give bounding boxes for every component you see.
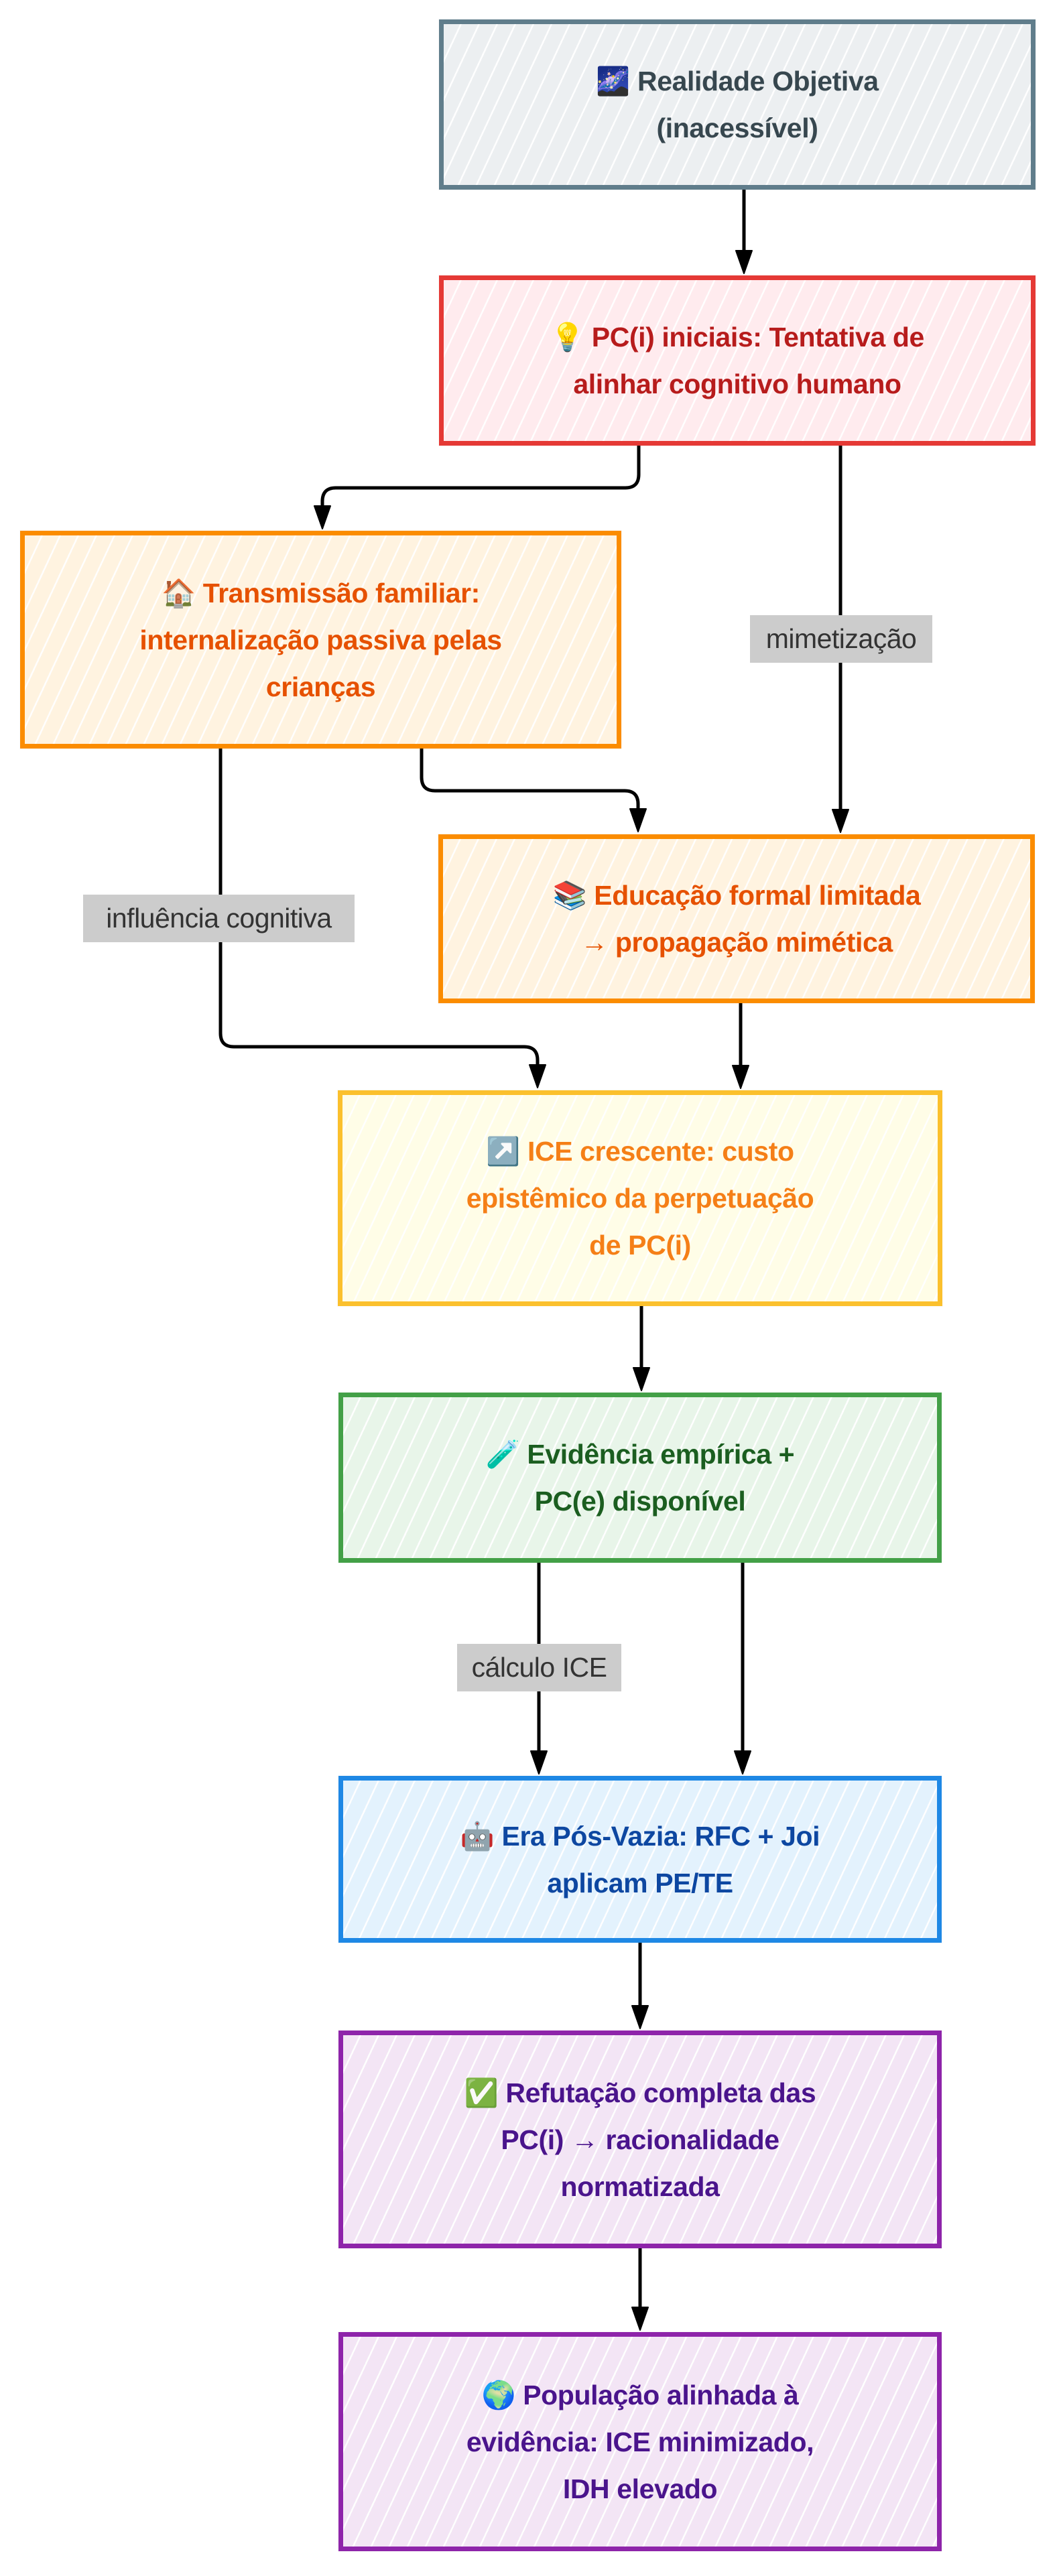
arrowhead-icon xyxy=(529,1064,546,1088)
node-line: → propagação mimética xyxy=(580,927,893,958)
node-line: PC(e) disponível xyxy=(534,1486,746,1517)
arrowhead-icon xyxy=(314,505,331,529)
node-line: normatizada xyxy=(560,2171,720,2202)
node-populacao-alinhada[interactable]: 🌍 População alinhada à evidência: ICE mi… xyxy=(338,2332,942,2551)
node-line: ↗️ ICE crescente: custo xyxy=(486,1136,794,1167)
node-line: aplicam PE/TE xyxy=(547,1867,733,1898)
node-label: 🧪 Evidência empírica + PC(e) disponível xyxy=(446,1431,834,1525)
arrowhead-icon xyxy=(735,250,753,274)
node-line: 🧪 Evidência empírica + xyxy=(485,1439,795,1470)
edge-pci-to-transmissao xyxy=(320,444,641,509)
node-line: (inacessível) xyxy=(656,113,818,143)
arrowhead-icon xyxy=(631,2005,649,2029)
node-evidencia-empirica[interactable]: 🧪 Evidência empírica + PC(e) disponível xyxy=(338,1393,942,1563)
node-label: 🤖 Era Pós-Vazia: RFC + Joi aplicam PE/TE xyxy=(420,1813,860,1907)
edge-label-text: mimetização xyxy=(765,623,917,654)
arrowhead-icon xyxy=(832,809,849,833)
edge-transmissao-to-educacao xyxy=(420,747,640,812)
edge-label-text: cálculo ICE xyxy=(471,1652,607,1683)
node-label: 📚 Educação formal limitada → propagação … xyxy=(513,872,961,966)
node-line: crianças xyxy=(265,671,376,702)
node-pci-iniciais[interactable]: 💡 PC(i) iniciais: Tentativa de alinhar c… xyxy=(439,275,1036,446)
node-label: ✅ Refutação completa das PC(i) → raciona… xyxy=(424,2069,856,2210)
node-label: 🌌 Realidade Objetiva (inacessível) xyxy=(556,58,918,151)
node-line: ✅ Refutação completa das xyxy=(464,2077,816,2108)
node-label: 💡 PC(i) iniciais: Tentativa de alinhar c… xyxy=(510,314,964,407)
node-label: 🏠 Transmissão familiar: internalização p… xyxy=(99,570,542,710)
node-line: epistêmico da perpetuação xyxy=(466,1183,814,1214)
node-line: 🌍 População alinhada à xyxy=(481,2379,799,2410)
node-ice-crescente[interactable]: ↗️ ICE crescente: custo epistêmico da pe… xyxy=(338,1090,942,1306)
node-label: 🌍 População alinhada à evidência: ICE mi… xyxy=(426,2372,854,2512)
node-transmissao-familiar[interactable]: 🏠 Transmissão familiar: internalização p… xyxy=(20,531,621,749)
node-line: evidência: ICE minimizado, xyxy=(466,2426,814,2457)
node-line: internalização passiva pelas xyxy=(139,624,502,655)
arrowhead-icon xyxy=(629,808,647,832)
node-line: de PC(i) xyxy=(589,1230,691,1261)
arrowhead-icon xyxy=(734,1750,751,1775)
edge-transmissao-to-ice-influencia xyxy=(218,747,540,1068)
node-line: PC(i) → racionalidade xyxy=(501,2124,779,2155)
node-line: IDH elevado xyxy=(562,2473,718,2504)
node-line: 💡 PC(i) iniciais: Tentativa de xyxy=(550,322,924,352)
node-line: 🌌 Realidade Objetiva xyxy=(596,66,879,96)
edge-label-text: influência cognitiva xyxy=(106,903,332,933)
node-educacao-formal[interactable]: 📚 Educação formal limitada → propagação … xyxy=(438,834,1035,1003)
node-line: 📚 Educação formal limitada xyxy=(552,880,921,911)
arrowhead-icon xyxy=(631,2307,649,2331)
node-era-pos-vazia[interactable]: 🤖 Era Pós-Vazia: RFC + Joi aplicam PE/TE xyxy=(338,1776,942,1943)
edge-label-calculo-ice: cálculo ICE xyxy=(457,1644,621,1691)
node-line: alinhar cognitivo humano xyxy=(573,369,901,399)
arrowhead-icon xyxy=(633,1367,650,1391)
edge-label-influencia-cognitiva: influência cognitiva xyxy=(83,895,355,942)
edge-label-mimetizacao: mimetização xyxy=(750,615,932,663)
node-realidade-objetiva[interactable]: 🌌 Realidade Objetiva (inacessível) xyxy=(439,19,1036,190)
node-line: 🤖 Era Pós-Vazia: RFC + Joi xyxy=(460,1820,820,1852)
node-refutacao-completa[interactable]: ✅ Refutação completa das PC(i) → raciona… xyxy=(338,2031,942,2248)
arrowhead-icon xyxy=(732,1065,749,1089)
arrowhead-icon xyxy=(530,1750,548,1775)
node-line: 🏠 Transmissão familiar: xyxy=(162,577,480,608)
node-label: ↗️ ICE crescente: custo epistêmico da pe… xyxy=(426,1128,855,1269)
